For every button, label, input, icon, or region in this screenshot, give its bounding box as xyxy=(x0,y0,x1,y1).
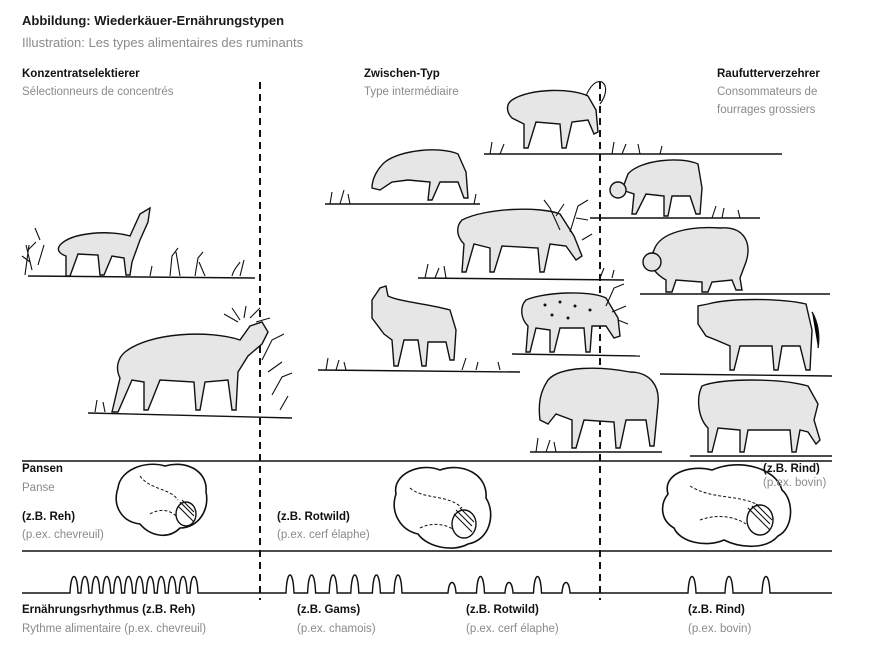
rhythm-example-rind-fr: (p.ex. bovin) xyxy=(688,622,751,636)
rumen-medium-illustration xyxy=(394,467,490,548)
column-heading-roughage-fr-line1: Consommateurs de xyxy=(717,85,817,99)
column-heading-roughage-de: Raufutterverzehrer xyxy=(717,67,820,81)
cattle-illustration xyxy=(690,380,832,456)
figure-title: Abbildung: Wiederkäuer-Ernährungstypen xyxy=(22,14,284,28)
roe-deer-illustration xyxy=(22,208,255,278)
red-deer-illustration xyxy=(418,200,624,280)
rhythm-example-gams-de: (z.B. Gams) xyxy=(297,603,360,617)
cow-illustration xyxy=(660,300,832,377)
column-heading-intermediate-fr: Type intermédiaire xyxy=(364,85,459,99)
rhythm-line xyxy=(22,575,832,593)
rhythm-example-rotwild-de: (z.B. Rotwild) xyxy=(466,603,539,617)
rumen-label-fr: Panse xyxy=(22,481,55,495)
column-heading-intermediate-de: Zwischen-Typ xyxy=(364,67,440,81)
moose-illustration xyxy=(88,306,292,418)
rumen-example-1-de: (z.B. Reh) xyxy=(22,510,75,524)
bison-illustration xyxy=(530,368,662,452)
sheep-illustration xyxy=(640,228,830,294)
rhythm-example-gams-fr: (p.ex. chamois) xyxy=(297,622,376,636)
column-heading-roughage-fr-line2: fourrages grossiers xyxy=(717,103,815,117)
chamois-illustration xyxy=(325,150,480,204)
rhythm-label-fr: Rythme alimentaire (p.ex. chevreuil) xyxy=(22,622,206,636)
fallow-deer-illustration xyxy=(512,284,640,356)
rhythm-label-de: Ernährungsrhythmus (z.B. Reh) xyxy=(22,603,195,617)
feeding-rhythm-trace xyxy=(22,575,832,593)
rumen-example-3-fr: (p.ex. bovin) xyxy=(763,476,826,490)
rumen-example-2-de: (z.B. Rotwild) xyxy=(277,510,350,524)
figure-subtitle: Illustration: Les types alimentaires des… xyxy=(22,36,303,50)
column-heading-concentrate-de: Konzentratselektierer xyxy=(22,67,140,81)
rumen-example-1-fr: (p.ex. chevreuil) xyxy=(22,528,104,542)
rumen-example-2-fr: (p.ex. cerf élaphe) xyxy=(277,528,370,542)
column-heading-concentrate-fr: Sélectionneurs de concentrés xyxy=(22,85,174,99)
rumen-small-illustration xyxy=(116,464,207,535)
goat-illustration xyxy=(318,286,520,372)
mouflon-illustration xyxy=(590,160,760,218)
rhythm-example-rotwild-fr: (p.ex. cerf élaphe) xyxy=(466,622,559,636)
rumen-example-3-de: (z.B. Rind) xyxy=(763,462,820,476)
rhythm-example-rind-de: (z.B. Rind) xyxy=(688,603,745,617)
rumen-label-de: Pansen xyxy=(22,462,63,476)
